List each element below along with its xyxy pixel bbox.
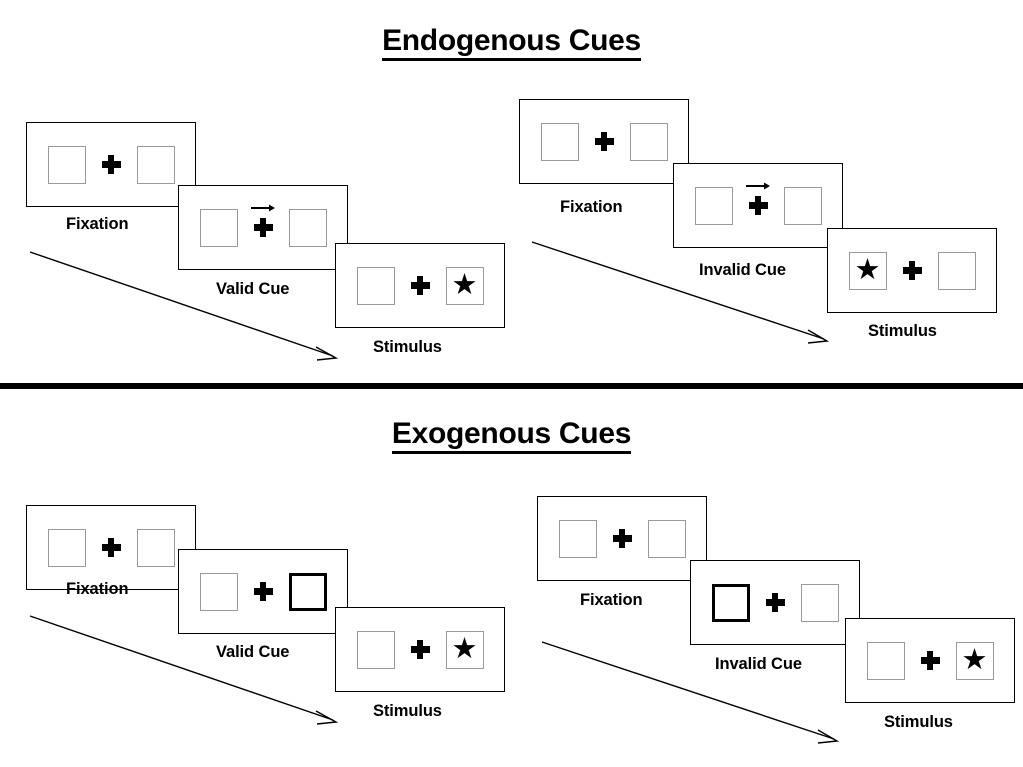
section-title-exogenous: Exogenous Cues bbox=[0, 417, 1023, 454]
stimulus-box-left bbox=[558, 519, 597, 558]
time-arrow-exogenous-invalid bbox=[541, 641, 840, 744]
caption-exogenous-valid-stimulus: Stimulus bbox=[373, 702, 442, 720]
fixation-cross-icon bbox=[594, 132, 614, 151]
frame-exogenous-invalid-stimulus: ★ bbox=[845, 618, 1015, 703]
stimulus-box-right bbox=[783, 186, 822, 225]
star-icon: ★ bbox=[961, 642, 988, 676]
stimulus-box-left bbox=[356, 266, 395, 305]
cue-highlight-box-right bbox=[288, 572, 327, 611]
stimulus-box-left bbox=[47, 145, 86, 184]
fixation-cross-icon bbox=[765, 593, 785, 612]
arrow-right-icon bbox=[746, 182, 770, 190]
caption-exogenous-invalid-cue: Invalid Cue bbox=[715, 655, 802, 673]
star-icon: ★ bbox=[451, 267, 478, 301]
caption-exogenous-valid-cue: Valid Cue bbox=[216, 643, 290, 661]
caption-exogenous-invalid-fixation: Fixation bbox=[580, 591, 643, 609]
stimulus-box-right bbox=[800, 583, 839, 622]
frame-exogenous-valid-stimulus: ★ bbox=[335, 607, 505, 692]
caption-exogenous-valid-fixation: Fixation bbox=[66, 580, 129, 598]
fixation-cross-icon bbox=[746, 182, 770, 215]
time-arrow-endogenous-invalid bbox=[531, 241, 830, 344]
stimulus-box-left: ★ bbox=[848, 251, 887, 290]
fixation-cross-icon bbox=[253, 582, 273, 601]
section-title-endogenous: Endogenous Cues bbox=[0, 24, 1023, 61]
caption-endogenous-invalid-fixation: Fixation bbox=[560, 198, 623, 216]
frame-endogenous-valid-stimulus: ★ bbox=[335, 243, 505, 328]
stimulus-box-right bbox=[136, 528, 175, 567]
frame-endogenous-valid-fixation bbox=[26, 122, 196, 207]
cue-highlight-box-left bbox=[711, 583, 750, 622]
stimulus-box-left bbox=[199, 208, 238, 247]
frame-endogenous-invalid-cue bbox=[673, 163, 843, 248]
stimulus-box-left bbox=[47, 528, 86, 567]
stimulus-box-left bbox=[356, 630, 395, 669]
frame-exogenous-invalid-cue bbox=[690, 560, 860, 645]
star-icon: ★ bbox=[451, 631, 478, 665]
frame-exogenous-valid-cue bbox=[178, 549, 348, 634]
stimulus-box-right bbox=[629, 122, 668, 161]
frame-endogenous-valid-cue bbox=[178, 185, 348, 270]
fixation-cross-icon bbox=[101, 155, 121, 174]
caption-endogenous-invalid-stimulus: Stimulus bbox=[868, 322, 937, 340]
stimulus-box-right bbox=[136, 145, 175, 184]
stimulus-box-right: ★ bbox=[955, 641, 994, 680]
stimulus-box-left bbox=[694, 186, 733, 225]
frame-endogenous-invalid-stimulus: ★ bbox=[827, 228, 997, 313]
fixation-cross-icon bbox=[612, 529, 632, 548]
frame-exogenous-valid-fixation bbox=[26, 505, 196, 590]
caption-endogenous-invalid-cue: Invalid Cue bbox=[699, 261, 786, 279]
stimulus-box-left bbox=[866, 641, 905, 680]
section-divider bbox=[0, 383, 1023, 389]
star-icon: ★ bbox=[854, 252, 881, 286]
stimulus-box-left bbox=[199, 572, 238, 611]
frame-endogenous-invalid-fixation bbox=[519, 99, 689, 184]
stimulus-box-right bbox=[937, 251, 976, 290]
fixation-cross-icon bbox=[101, 538, 121, 557]
caption-exogenous-invalid-stimulus: Stimulus bbox=[884, 713, 953, 731]
stimulus-box-right: ★ bbox=[445, 266, 484, 305]
fixation-cross-icon bbox=[410, 276, 430, 295]
section-title-endogenous-text: Endogenous Cues bbox=[382, 25, 641, 61]
stimulus-box-right: ★ bbox=[445, 630, 484, 669]
stimulus-box-right bbox=[647, 519, 686, 558]
fixation-cross-icon bbox=[902, 261, 922, 280]
caption-endogenous-valid-cue: Valid Cue bbox=[216, 280, 290, 298]
arrow-right-icon bbox=[251, 204, 275, 212]
fixation-cross-icon bbox=[920, 651, 940, 670]
fixation-cross-icon bbox=[410, 640, 430, 659]
stimulus-box-left bbox=[540, 122, 579, 161]
frame-exogenous-invalid-fixation bbox=[537, 496, 707, 581]
caption-endogenous-valid-fixation: Fixation bbox=[66, 215, 129, 233]
fixation-cross-icon bbox=[251, 204, 275, 237]
caption-endogenous-valid-stimulus: Stimulus bbox=[373, 338, 442, 356]
stimulus-box-right bbox=[288, 208, 327, 247]
section-title-exogenous-text: Exogenous Cues bbox=[391, 418, 631, 454]
